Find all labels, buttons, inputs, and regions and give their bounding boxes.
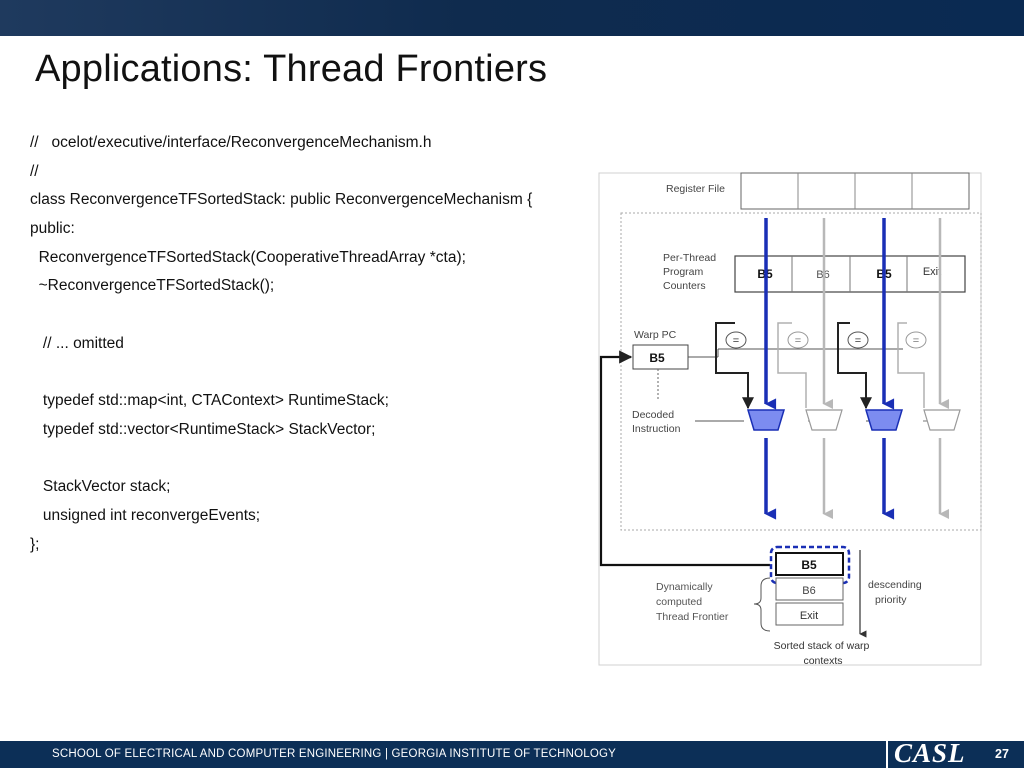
lane-3-control	[837, 322, 872, 410]
mux-icon	[864, 409, 904, 431]
footer-text: SCHOOL OF ELECTRICAL AND COMPUTER ENGINE…	[52, 748, 617, 760]
code-line: typedef std::vector<RuntimeStack> StackV…	[30, 420, 376, 438]
feedback-arrow	[599, 350, 770, 567]
frontier-label: Dynamically computed Thread Frontier	[656, 581, 729, 623]
pc-table: B5 B6 B5 Exit	[734, 255, 966, 293]
pc-label: Per-Thread Program Counters	[663, 252, 719, 292]
lane-2-control	[777, 322, 807, 408]
warp-pc-label: Warp PC	[634, 329, 677, 341]
decoded-instruction-label: Decoded Instruction	[632, 409, 681, 435]
priority-label: descending priority	[868, 579, 925, 606]
svg-text:Exit: Exit	[800, 610, 818, 622]
page-number: 27	[995, 747, 1009, 761]
code-line: public:	[30, 220, 75, 238]
svg-text:=: =	[855, 335, 861, 347]
code-line: class ReconvergenceTFSortedStack: public…	[30, 191, 533, 209]
mux-icon	[923, 409, 961, 431]
frontier-highlight	[769, 545, 851, 585]
lane-1-control	[715, 322, 754, 410]
top-banner	[0, 0, 1024, 36]
code-line	[30, 362, 590, 391]
comparator-icon: =	[787, 331, 809, 349]
code-line: };	[30, 535, 40, 553]
svg-text:B6: B6	[802, 585, 815, 597]
stack-caption: Sorted stack of warp contexts	[774, 640, 873, 667]
footer-bar	[0, 741, 1024, 768]
mux-icon	[746, 409, 786, 431]
comparator-icon: =	[905, 331, 927, 349]
comparator-icon: =	[725, 331, 747, 349]
logo-box	[886, 741, 1024, 768]
svg-text:=: =	[795, 335, 801, 347]
warp-pc-box: B5	[632, 344, 689, 370]
pc-value: Exit	[923, 266, 941, 278]
code-line	[30, 304, 590, 333]
comparator-icon: =	[847, 331, 869, 349]
svg-text:=: =	[733, 335, 739, 347]
code-block: // ocelot/executive/interface/Reconverge…	[30, 132, 590, 562]
lane-4-control	[897, 322, 925, 408]
code-line: // ocelot/executive/interface/Reconverge…	[30, 134, 432, 151]
mux-icon	[805, 409, 843, 431]
register-file	[740, 172, 970, 210]
stack-entry: Exit	[775, 602, 844, 626]
svg-text:B5: B5	[649, 351, 665, 365]
code-line	[30, 448, 590, 477]
casl-logo: CASL	[894, 738, 966, 768]
code-line: typedef std::map<int, CTAContext> Runtim…	[30, 392, 389, 410]
code-line: StackVector stack;	[30, 478, 171, 496]
code-line: //	[30, 162, 39, 180]
slide-title: Applications: Thread Frontiers	[35, 48, 548, 90]
register-file-label: Register File	[666, 183, 725, 195]
code-line: ~ReconvergenceTFSortedStack();	[30, 277, 275, 295]
sm-region	[620, 212, 982, 531]
thread-frontier-diagram: Register File Per-Thread Program Counter…	[598, 172, 982, 667]
code-line: unsigned int reconvergeEvents;	[30, 506, 261, 524]
svg-text:B5: B5	[801, 558, 817, 572]
svg-text:=: =	[913, 335, 919, 347]
frontier-brace	[753, 577, 771, 632]
code-line: ReconvergenceTFSortedStack(CooperativeTh…	[30, 248, 466, 266]
code-line: // ... omitted	[30, 334, 124, 352]
stack-entry: B5	[775, 552, 844, 576]
stack-entry: B6	[775, 577, 844, 601]
